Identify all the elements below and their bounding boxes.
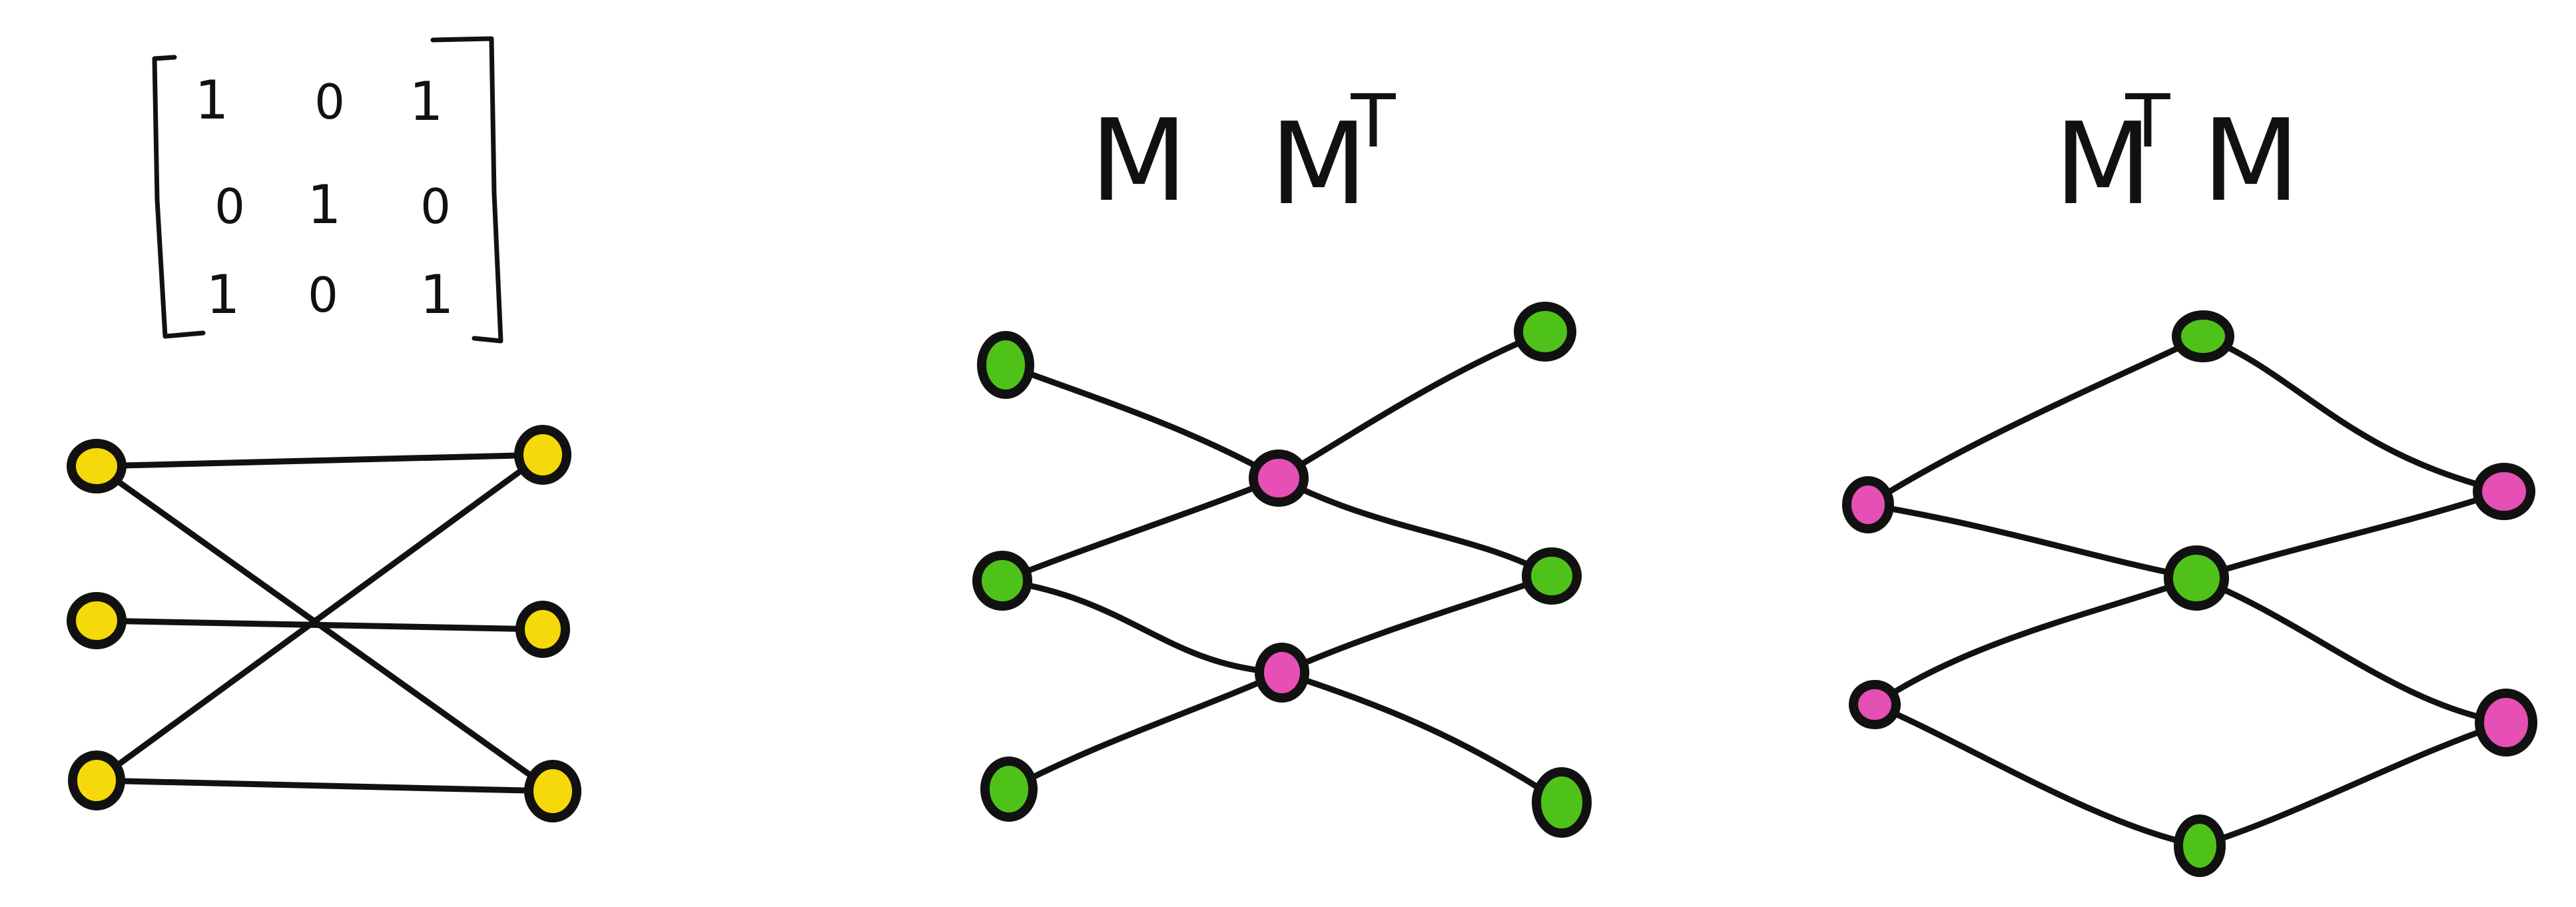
edge-l1-m1 [1002, 362, 1282, 481]
node-l3 [980, 756, 1038, 822]
node-m2 [1255, 643, 1309, 703]
node-l2 [972, 551, 1032, 611]
matrix-cell: 0 [420, 178, 451, 234]
edge-g3-q2 [2196, 719, 2509, 849]
edge-a3-b3 [93, 777, 556, 794]
node-p1 [1842, 476, 1894, 533]
node-g2 [2164, 545, 2229, 611]
node-r3 [1532, 767, 1592, 838]
matrix-cell: 1 [308, 174, 342, 236]
adjacency-matrix: 1 0 1 0 1 0 1 0 1 [152, 36, 503, 344]
node-a1 [67, 439, 127, 493]
matrix-left-bracket [152, 55, 206, 339]
node-p2 [1849, 680, 1901, 729]
matrix-cell: 1 [195, 69, 229, 131]
label-m-mt: M M T [1090, 79, 1397, 230]
edge-m1-r2 [1275, 475, 1555, 579]
node-r2 [1522, 547, 1582, 605]
edge-a1-b1 [93, 452, 546, 469]
node-g3 [2174, 814, 2226, 877]
matrix-cell: 0 [314, 74, 345, 130]
edge-l2-m1 [999, 475, 1282, 584]
label-transpose-superscript: T [2124, 79, 2170, 164]
node-l1 [977, 331, 1034, 399]
node-a3 [68, 751, 125, 810]
edge-p2-g3 [1871, 701, 2203, 849]
matrix-cell: 1 [410, 71, 444, 133]
node-r1 [1514, 302, 1576, 362]
label-mt-m: M T M [2055, 79, 2300, 230]
edge-l2-m2 [999, 577, 1285, 676]
edge-m2-r2 [1279, 573, 1555, 676]
edge-p1-g2 [1865, 501, 2200, 581]
edge-a2-b2 [93, 617, 546, 633]
graph-m-mt [972, 302, 1592, 838]
edge-a3-b1 [93, 452, 546, 784]
node-b2 [515, 601, 570, 658]
label-transpose-superscript: T [1350, 79, 1396, 164]
edge-p1-g1 [1865, 333, 2206, 508]
node-g1 [2172, 310, 2234, 362]
label-m-transpose-base: M [2055, 99, 2152, 230]
bipartite-graph [67, 425, 581, 822]
edge-m1-r1 [1275, 328, 1548, 481]
node-q2 [2475, 689, 2537, 756]
label-m-transpose-base: M [1270, 99, 1368, 230]
edge-m2-r3 [1279, 669, 1565, 806]
edge-g2-q2 [2193, 575, 2509, 726]
node-b3 [524, 760, 581, 822]
edge-g1-q1 [2200, 333, 2507, 495]
node-b1 [514, 425, 571, 485]
matrix-cell: 0 [214, 178, 245, 234]
matrix-right-bracket [430, 36, 503, 344]
matrix-cell: 1 [206, 264, 240, 326]
node-a2 [67, 592, 127, 649]
graph-mt-m [1842, 310, 2537, 877]
matrix-cell: 1 [420, 264, 454, 326]
label-m: M [1090, 95, 1188, 227]
node-q1 [2473, 463, 2535, 520]
node-m1 [1249, 450, 1309, 507]
matrix-cell: 0 [308, 267, 338, 323]
edge-p2-g2 [1871, 575, 2200, 708]
edge-g2-q1 [2193, 488, 2507, 581]
label-m: M [2202, 95, 2300, 227]
edge-l3-m2 [1006, 669, 1285, 792]
edge-a1-b3 [93, 463, 556, 794]
